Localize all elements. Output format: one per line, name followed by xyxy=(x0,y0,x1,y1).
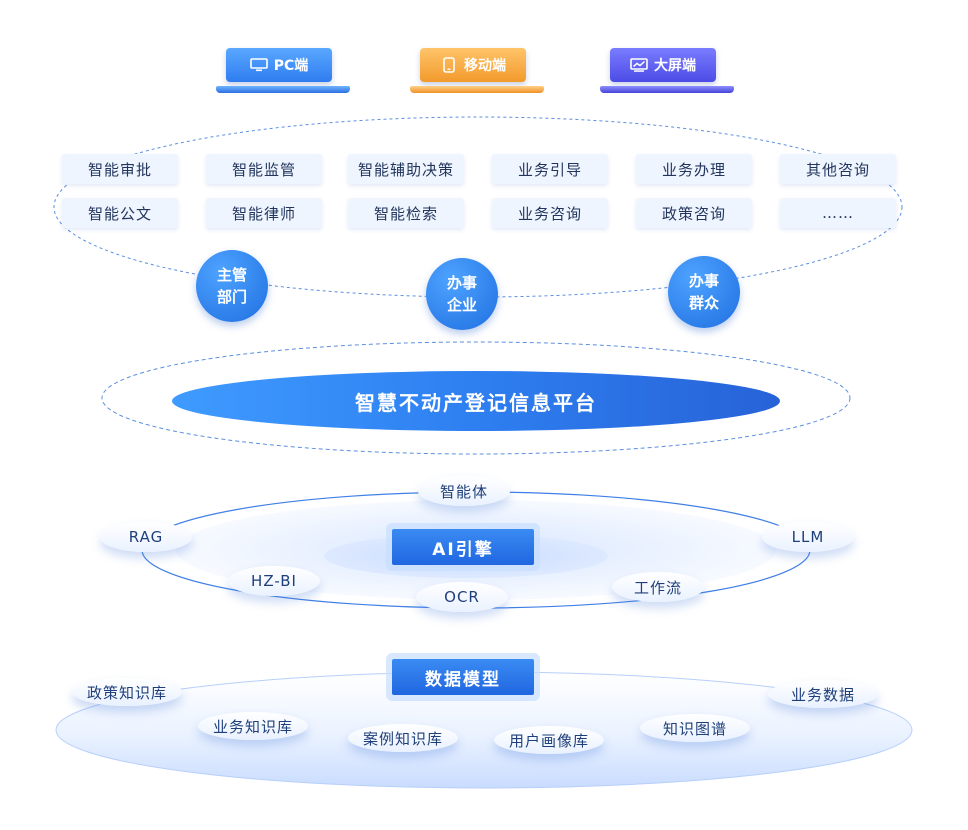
role-line: 企业 xyxy=(446,296,477,314)
data-model-title[interactable]: 数据模型 xyxy=(392,659,534,695)
monitor-icon xyxy=(249,58,268,72)
service-item[interactable]: 业务咨询 xyxy=(492,198,608,228)
services-orbit xyxy=(53,116,903,298)
role-line: 办事 xyxy=(446,274,477,292)
kb-cases[interactable]: 案例知识库 xyxy=(348,724,458,752)
mobile-tab-base xyxy=(410,86,544,93)
service-item[interactable]: 智能审批 xyxy=(62,154,178,184)
service-item[interactable]: 智能监管 xyxy=(206,154,322,184)
ai-node-rag[interactable]: RAG xyxy=(100,522,192,552)
role-line: 群众 xyxy=(688,294,719,312)
role-line: 主管 xyxy=(216,266,247,284)
pc-label: PC端 xyxy=(273,58,309,74)
kb-business-data[interactable]: 业务数据 xyxy=(768,680,878,708)
tab-pc[interactable]: PC端 xyxy=(216,48,350,96)
screen-chart-icon xyxy=(630,58,648,72)
service-item[interactable]: 政策咨询 xyxy=(636,198,752,228)
service-item[interactable]: 智能公文 xyxy=(62,198,178,228)
screen-tab-base xyxy=(600,86,734,93)
service-item[interactable]: 智能检索 xyxy=(348,198,464,228)
service-item[interactable]: 其他咨询 xyxy=(780,154,896,184)
screen-button[interactable]: 大屏端 xyxy=(610,48,716,82)
role-enterprise[interactable]: 办事 企业 xyxy=(426,258,498,330)
tab-screen[interactable]: 大屏端 xyxy=(600,48,734,96)
platform-disc xyxy=(172,371,780,431)
mobile-button[interactable]: 移动端 xyxy=(420,48,526,82)
service-item[interactable]: 智能辅助决策 xyxy=(348,154,464,184)
role-public[interactable]: 办事 群众 xyxy=(668,256,740,328)
kb-business[interactable]: 业务知识库 xyxy=(198,712,308,740)
ai-node-workflow[interactable]: 工作流 xyxy=(612,572,704,602)
service-item[interactable]: 智能律师 xyxy=(206,198,322,228)
ai-engine-core[interactable]: AI引擎 xyxy=(392,529,534,565)
kb-user-profile[interactable]: 用户画像库 xyxy=(494,726,604,754)
service-item[interactable]: …… xyxy=(780,198,896,228)
ai-node-agent[interactable]: 智能体 xyxy=(418,476,510,506)
mobile-icon xyxy=(440,57,458,73)
service-item[interactable]: 业务引导 xyxy=(492,154,608,184)
ai-node-hzbi[interactable]: HZ-BI xyxy=(228,566,320,596)
platform-orbit xyxy=(101,341,851,455)
pc-tab-base xyxy=(216,86,350,93)
pc-button[interactable]: PC端 xyxy=(226,48,332,82)
service-item[interactable]: 业务办理 xyxy=(636,154,752,184)
role-department[interactable]: 主管 部门 xyxy=(196,250,268,322)
platform-title: 智慧不动产登记信息平台 xyxy=(355,390,597,415)
screen-label: 大屏端 xyxy=(654,58,696,74)
tab-mobile[interactable]: 移动端 xyxy=(410,48,544,96)
kb-policy[interactable]: 政策知识库 xyxy=(72,678,182,706)
role-line: 办事 xyxy=(688,272,719,290)
mobile-label: 移动端 xyxy=(464,58,506,74)
kb-knowledge-graph[interactable]: 知识图谱 xyxy=(640,714,750,742)
ai-node-llm[interactable]: LLM xyxy=(762,522,854,552)
role-line: 部门 xyxy=(216,288,247,306)
ai-node-ocr[interactable]: OCR xyxy=(416,582,508,612)
